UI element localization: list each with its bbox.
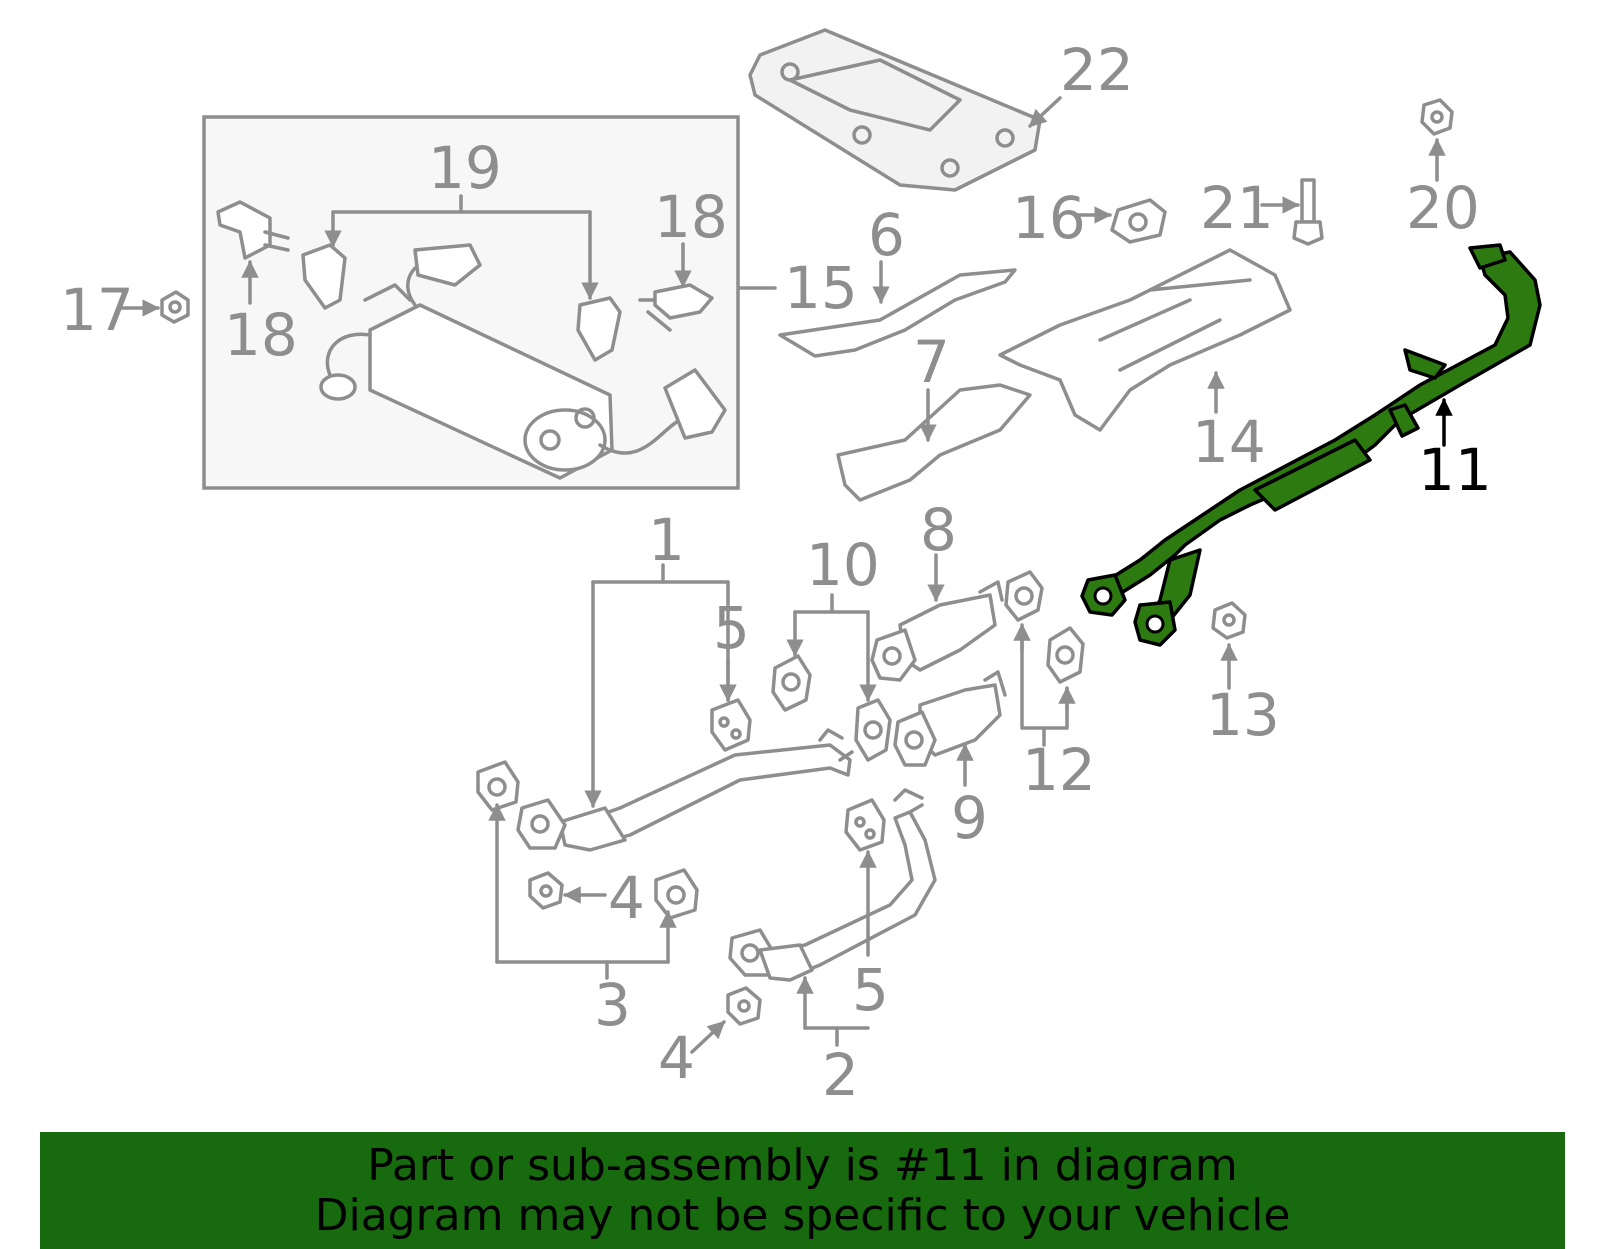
- part-15-muffler: [319, 243, 727, 480]
- part-5-gasket-upper: [710, 698, 752, 752]
- part-9-catalytic-converter: [893, 670, 1007, 767]
- callout-11: 11: [1418, 436, 1492, 504]
- callout-5a: 5: [713, 594, 750, 662]
- callout-6: 6: [868, 201, 905, 269]
- part-3-gaskets: [476, 760, 699, 920]
- callout-9: 9: [951, 784, 988, 852]
- part-22-under-cover: [748, 28, 1042, 192]
- part-18-bracket-left: [216, 200, 290, 260]
- part-1-front-pipe: [516, 728, 854, 852]
- part-17-nut: [160, 290, 190, 324]
- callout-2: 2: [822, 1041, 859, 1109]
- info-banner: Part or sub-assembly is #11 in diagram D…: [40, 1132, 1565, 1249]
- part-8-catalytic-converter: [870, 580, 1004, 682]
- callout-16: 16: [1012, 184, 1086, 252]
- part-6-heat-shield: [778, 268, 1017, 358]
- banner-line-2: Diagram may not be specific to your vehi…: [314, 1189, 1291, 1241]
- part-16-gasket: [1110, 198, 1167, 244]
- callout-1: 1: [648, 506, 685, 574]
- callout-14: 14: [1192, 408, 1266, 476]
- callout-3: 3: [594, 971, 631, 1039]
- part-4-nut-upper: [528, 871, 564, 910]
- callout-13: 13: [1206, 681, 1280, 749]
- banner-line-1: Part or sub-assembly is #11 in diagram: [367, 1139, 1238, 1191]
- part-14-heat-shield: [998, 248, 1292, 432]
- part-4-nut-lower: [726, 986, 762, 1026]
- callout-4b: 4: [658, 1024, 695, 1092]
- callout-10: 10: [806, 531, 880, 599]
- part-21-bolt: [1292, 178, 1324, 246]
- part-7-heat-shield: [836, 383, 1032, 502]
- callout-17: 17: [60, 276, 134, 344]
- part-13-nut: [1211, 601, 1247, 640]
- callout-21: 21: [1200, 174, 1274, 242]
- callout-8: 8: [920, 496, 957, 564]
- part-5-gasket-lower: [844, 798, 886, 852]
- part-11-center-pipe-highlighted: [1080, 243, 1542, 647]
- part-20-nut: [1420, 98, 1454, 136]
- callout-15: 15: [784, 254, 858, 322]
- callout-18a: 18: [224, 301, 298, 369]
- callout-4a: 4: [608, 864, 645, 932]
- callout-19: 19: [428, 134, 502, 202]
- part-2-front-pipe-lower: [728, 788, 937, 982]
- callout-20: 20: [1406, 174, 1480, 242]
- callout-7: 7: [913, 328, 950, 396]
- part-12-gaskets: [1004, 570, 1085, 684]
- callout-12: 12: [1022, 736, 1096, 804]
- callout-5b: 5: [852, 956, 889, 1024]
- part-19-rubber-hangers: [301, 243, 622, 362]
- callout-18b: 18: [654, 183, 728, 251]
- callout-22: 22: [1060, 36, 1134, 104]
